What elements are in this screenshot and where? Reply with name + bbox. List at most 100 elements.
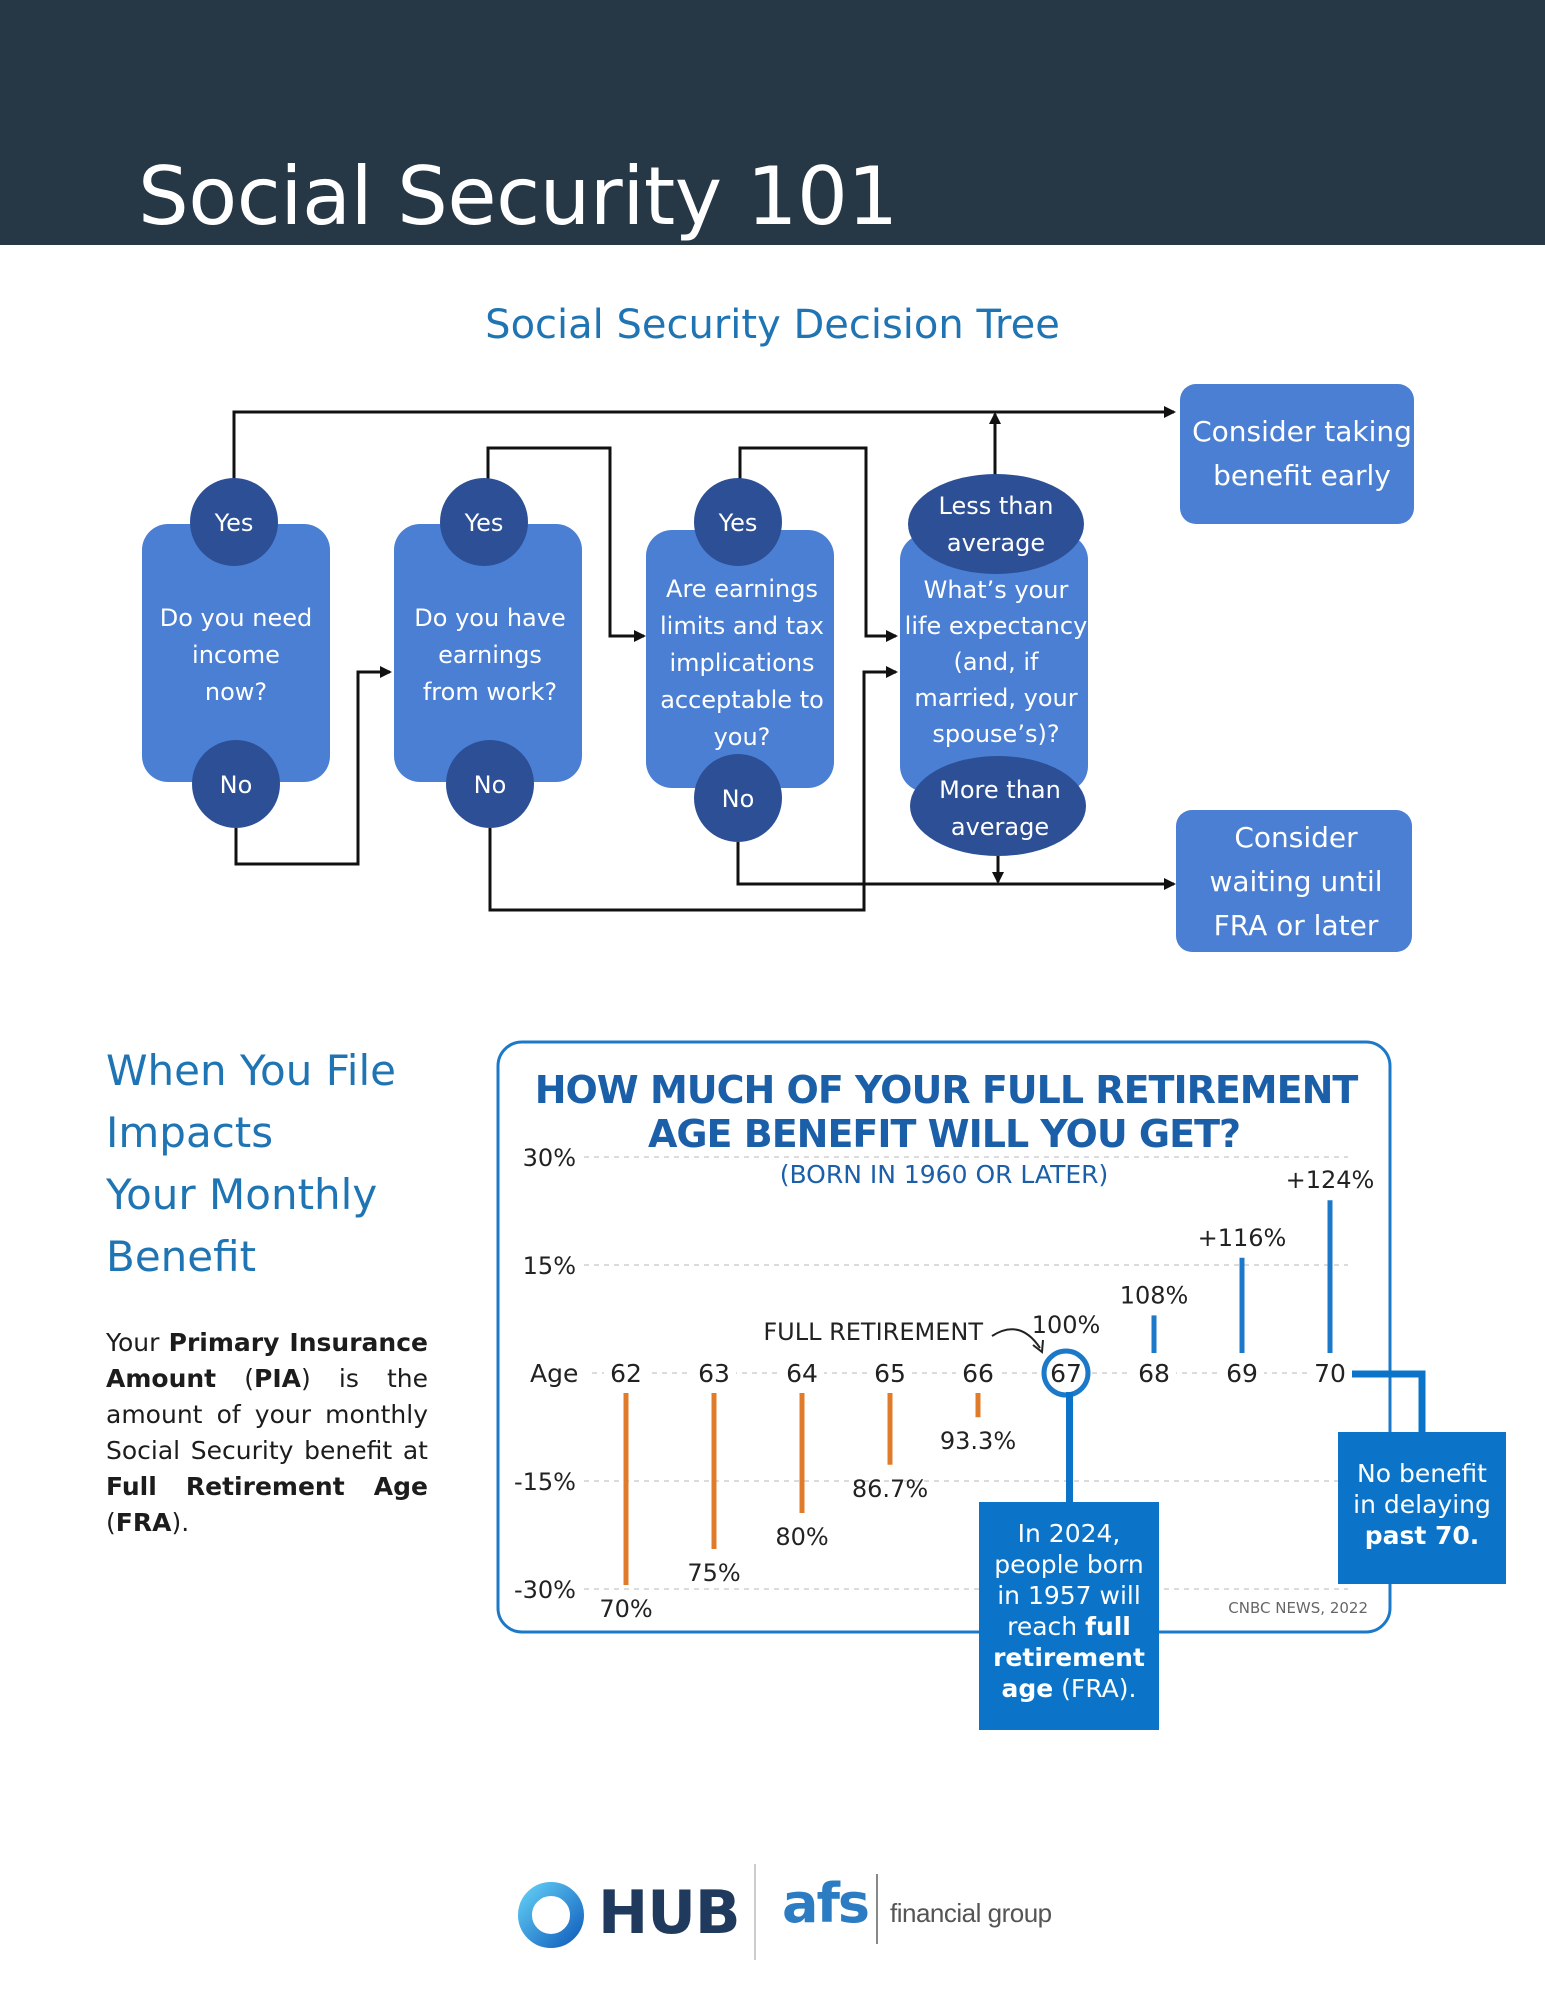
node-question-line: Are earnings [666,575,818,603]
data-label: +116% [1198,1224,1287,1252]
node-box [646,530,834,788]
afs-logo: afs [782,1872,870,1935]
yes-label: Yes [464,509,504,537]
less-than-average-label: Less than [939,492,1054,520]
category-backdrop [868,1358,912,1388]
pia-bold: FRA [115,1508,172,1537]
pia-text: ( [106,1508,116,1537]
chart-subtitle: (BORN IN 1960 OR LATER) [780,1160,1109,1189]
data-label: 93.3% [940,1427,1016,1455]
decision-tree-title: Social Security Decision Tree [485,302,1060,348]
yes-limits-to-life [738,446,898,642]
pia-text: Your [106,1328,169,1357]
hub-logo: HUB [598,1878,741,1948]
node-question-line: life expectancy [905,612,1088,640]
yes-circle [694,478,782,566]
pia-bold: PIA [254,1364,301,1393]
callout-line: retirement [979,1642,1159,1673]
no-label: No [474,771,507,799]
seventy-connector [1352,1370,1426,1434]
node-question-line: you? [714,723,771,751]
chart-grid [584,1156,1352,1590]
category-backdrop [692,1358,736,1388]
node-box [142,524,330,782]
category-backdrop [1308,1358,1352,1388]
outcome-line: Consider [1234,821,1358,854]
outcome-line: FRA or later [1214,909,1379,942]
decision-tree: Do you need income now? Yes No Do you ha… [142,384,1414,952]
yes-circle [440,478,528,566]
more-than-average-label: More than [939,776,1061,804]
outcome-box [1176,810,1412,952]
more-than-average-label: average [951,813,1049,841]
no-circle [192,740,280,828]
no-circle [694,754,782,842]
benefit-chart: HOW MUCH OF YOUR FULL RETIREMENT AGE BEN… [496,1040,1392,1634]
outcome-box [1180,384,1414,524]
node-question-line: Do you need [160,604,313,632]
chart-frame [496,1040,1392,1634]
yes-earnings-to-limits [486,446,646,642]
node-need-income: Do you need income now? Yes No [142,478,330,828]
node-question-line: limits and tax [660,612,824,640]
category-backdrop [780,1358,824,1388]
data-label: 70% [599,1595,652,1623]
chart-title-line: HOW MUCH OF YOUR FULL RETIREMENT [535,1068,1359,1112]
node-question-line: income [192,641,280,669]
fra-connector [1066,1392,1073,1504]
chart-labels: 30%15%-15%-30%6270%6375%6480%6586.7%6693… [514,1144,1374,1623]
node-question-line: What’s your [924,576,1069,604]
less-than-average-ellipse [908,474,1084,574]
data-label: +124% [1286,1166,1375,1194]
node-question-line: implications [670,649,815,677]
callout-line: past 70. [1338,1520,1506,1551]
category-backdrop [1132,1358,1176,1388]
node-question-line: (and, if [954,648,1039,676]
full-retirement-label: FULL RETIREMENT [763,1318,983,1346]
afs-divider [876,1874,878,1944]
financial-group-logo: financial group [890,1898,1052,1928]
callout-line: reach full [979,1611,1159,1642]
yes-need-income-to-early [232,406,1176,484]
node-question-line: spouse’s)? [932,720,1059,748]
node-question-line: acceptable to [660,686,824,714]
pia-paragraph: Your Primary Insurance Amount (PIA) is t… [106,1325,428,1541]
node-question-line: earnings [438,641,542,669]
y-tick-label: 30% [523,1144,576,1172]
data-label: 75% [687,1559,740,1587]
side-heading: When You File Impacts Your Monthly Benef… [106,1040,446,1288]
outcome-wait-fra: Consider waiting until FRA or later [1176,810,1412,952]
yes-label: Yes [214,509,254,537]
y-tick-label: -30% [514,1576,576,1604]
node-question-line: from work? [423,678,557,706]
category-label: 66 [962,1359,994,1388]
node-life-expectancy: What’s your life expectancy (and, if mar… [900,474,1088,856]
callout-bold: retirement [993,1643,1145,1672]
callout-line: people born [994,1550,1144,1579]
node-box [394,524,582,782]
page-title: Social Security 101 [138,150,898,243]
category-label: 70 [1314,1359,1346,1388]
outcome-take-early: Consider taking benefit early [1180,384,1414,524]
no-limits-to-wait [736,842,1176,890]
data-label: 86.7% [852,1475,928,1503]
chart-title-line: AGE BENEFIT WILL YOU GET? [648,1112,1240,1156]
no-need-income-to-earnings [234,666,392,866]
no-earnings-to-life [488,666,898,912]
tree-connectors [232,406,1176,912]
callout-line: age (FRA). [979,1673,1159,1704]
y-tick-label: 15% [523,1252,576,1280]
pia-bold: Full Retirement Age [106,1472,428,1501]
header-bar [0,0,1545,245]
callout-past-70: No benefit in delaying past 70. [1338,1432,1506,1584]
data-label: 108% [1120,1281,1189,1309]
callout-connectors [1066,1370,1426,1504]
outcome-line: Consider taking [1192,415,1412,448]
yes-label: Yes [718,509,758,537]
callout-text: reach [1007,1612,1086,1641]
outcome-line: benefit early [1213,459,1391,492]
data-label: 80% [775,1523,828,1551]
side-heading-line: Benefit [106,1232,257,1281]
category-label: 68 [1138,1359,1170,1388]
outcome-line: waiting until [1209,865,1382,898]
